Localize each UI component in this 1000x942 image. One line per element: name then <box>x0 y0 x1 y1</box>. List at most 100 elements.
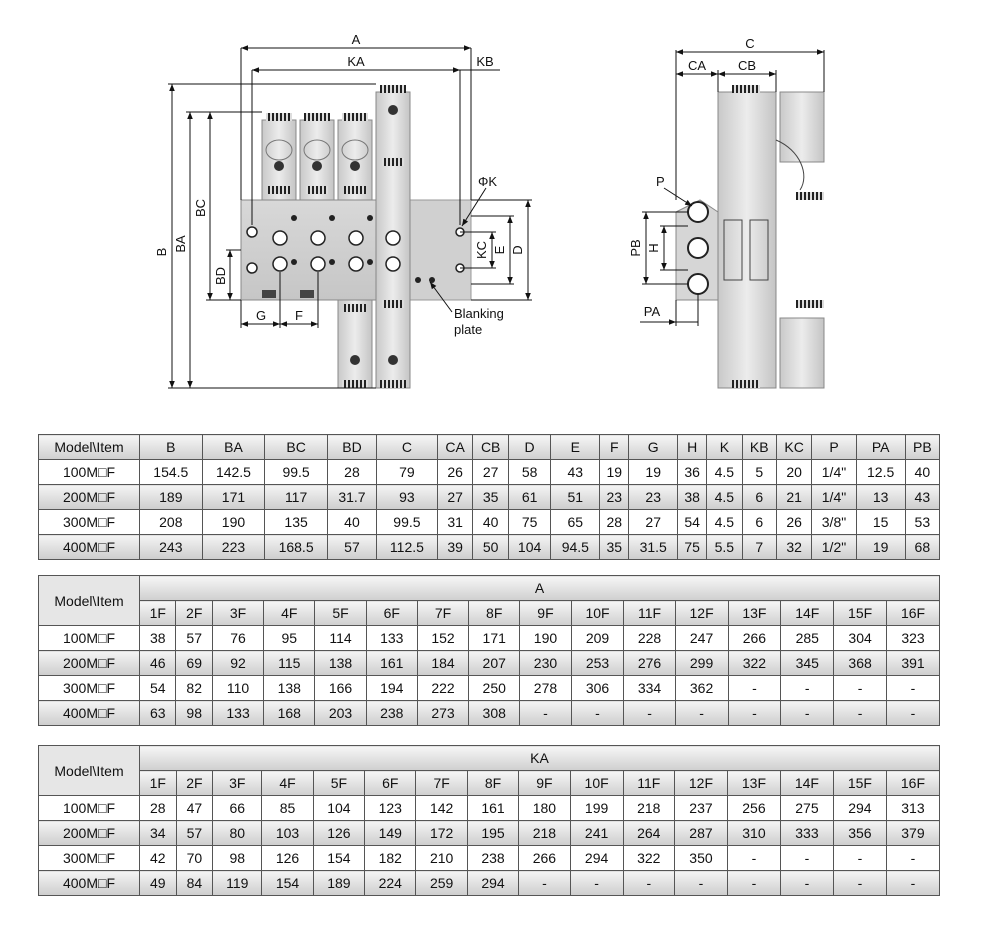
value-cell: - <box>623 700 676 726</box>
value-cell: 28 <box>326 459 378 485</box>
value-cell: 362 <box>674 675 729 701</box>
value-cell: 75 <box>507 509 552 535</box>
value-cell: 23 <box>599 484 630 510</box>
value-cell: 82 <box>175 675 213 701</box>
value-cell: 69 <box>175 650 213 676</box>
value-cell: 57 <box>326 534 378 560</box>
value-cell: 379 <box>885 820 941 846</box>
value-cell: 13 <box>855 484 906 510</box>
model-cell: 200M□F <box>38 820 140 846</box>
value-cell: - <box>885 845 941 871</box>
dim-label-bd: BD <box>213 267 228 285</box>
indicator-light-icon <box>312 161 322 171</box>
dim-label-kc: KC <box>474 241 489 259</box>
column-header-cell: 2F <box>175 600 213 626</box>
value-cell: 166 <box>314 675 367 701</box>
value-cell: 210 <box>415 845 468 871</box>
value-cell: 310 <box>726 820 781 846</box>
value-cell: 356 <box>832 820 887 846</box>
column-header-cell: 2F <box>175 770 214 796</box>
column-header-cell: 3F <box>212 770 263 796</box>
value-cell: 250 <box>468 675 521 701</box>
value-cell: 189 <box>312 870 366 896</box>
value-cell: 21 <box>775 484 813 510</box>
value-cell: 190 <box>201 509 266 535</box>
value-cell: 32 <box>775 534 813 560</box>
column-header-cell: 15F <box>832 770 887 796</box>
solenoid-coil <box>779 300 825 389</box>
header-cell: KC <box>775 434 813 460</box>
value-cell: 161 <box>365 650 418 676</box>
value-cell: - <box>726 845 781 871</box>
model-cell: 100M□F <box>38 459 140 485</box>
value-cell: 222 <box>416 675 470 701</box>
technical-drawing: A KA KB B BA BC BD G F ΦK KC E D Blankin… <box>154 32 825 389</box>
value-cell: - <box>674 700 729 726</box>
value-cell: - <box>832 870 887 896</box>
value-cell: 256 <box>726 795 781 821</box>
value-cell: - <box>833 675 888 701</box>
header-cell: F <box>599 434 630 460</box>
column-header-cell: 7F <box>416 600 470 626</box>
value-cell: 308 <box>468 700 521 726</box>
indicator-light-icon <box>274 161 284 171</box>
value-cell: 112.5 <box>376 534 438 560</box>
header-cell: P <box>811 434 857 460</box>
port-holes <box>246 226 465 274</box>
value-cell: 391 <box>886 650 940 676</box>
group-header-cell: A <box>139 575 940 601</box>
header-cell: B <box>139 434 203 460</box>
value-cell: 171 <box>468 625 521 651</box>
value-cell: - <box>519 700 572 726</box>
value-cell: 368 <box>833 650 888 676</box>
value-cell: 104 <box>507 534 552 560</box>
column-header-cell: 1F <box>138 600 177 626</box>
value-cell: 6 <box>741 509 777 535</box>
value-cell: 323 <box>886 625 940 651</box>
value-cell: 47 <box>175 795 214 821</box>
lower-solenoid <box>337 299 373 389</box>
side-view: C CA CB P PB H PA <box>628 36 825 389</box>
value-cell: 161 <box>466 795 520 821</box>
value-cell: 208 <box>139 509 203 535</box>
value-cell: 95 <box>263 625 316 651</box>
value-cell: - <box>570 700 625 726</box>
value-cell: 38 <box>677 484 708 510</box>
value-cell: 247 <box>674 625 729 651</box>
table-header-row: Model\Item A <box>38 575 940 626</box>
value-cell: 189 <box>139 484 203 510</box>
value-cell: 154 <box>312 845 366 871</box>
value-cell: 1/4" <box>811 484 857 510</box>
column-header-cell: 16F <box>886 600 940 626</box>
value-cell: 4.5 <box>706 484 743 510</box>
column-header-cell: 11F <box>622 770 675 796</box>
model-cell: 400M□F <box>38 700 140 726</box>
column-header-cell: 10F <box>569 770 624 796</box>
table-header-row: Model\Item B BA BC BD C CA CB D E F G H … <box>38 434 941 460</box>
dim-label-pa: PA <box>644 304 661 319</box>
value-cell: 31.7 <box>326 484 378 510</box>
dimension-table-main: Model\Item B BA BC BD C CA CB D E F G H … <box>38 434 941 560</box>
value-cell: 133 <box>365 625 418 651</box>
header-cell: CA <box>436 434 474 460</box>
value-cell: 50 <box>472 534 509 560</box>
column-header-cell: 7F <box>415 770 468 796</box>
dim-label-ba: BA <box>173 235 188 253</box>
valve-module <box>299 113 335 201</box>
value-cell: 237 <box>673 795 728 821</box>
value-cell: - <box>518 870 571 896</box>
value-cell: 273 <box>416 700 470 726</box>
model-cell: 400M□F <box>38 870 140 896</box>
value-cell: 142 <box>415 795 468 821</box>
value-cell: 15 <box>855 509 906 535</box>
solenoid-coil <box>775 91 825 200</box>
value-cell: 57 <box>175 820 214 846</box>
